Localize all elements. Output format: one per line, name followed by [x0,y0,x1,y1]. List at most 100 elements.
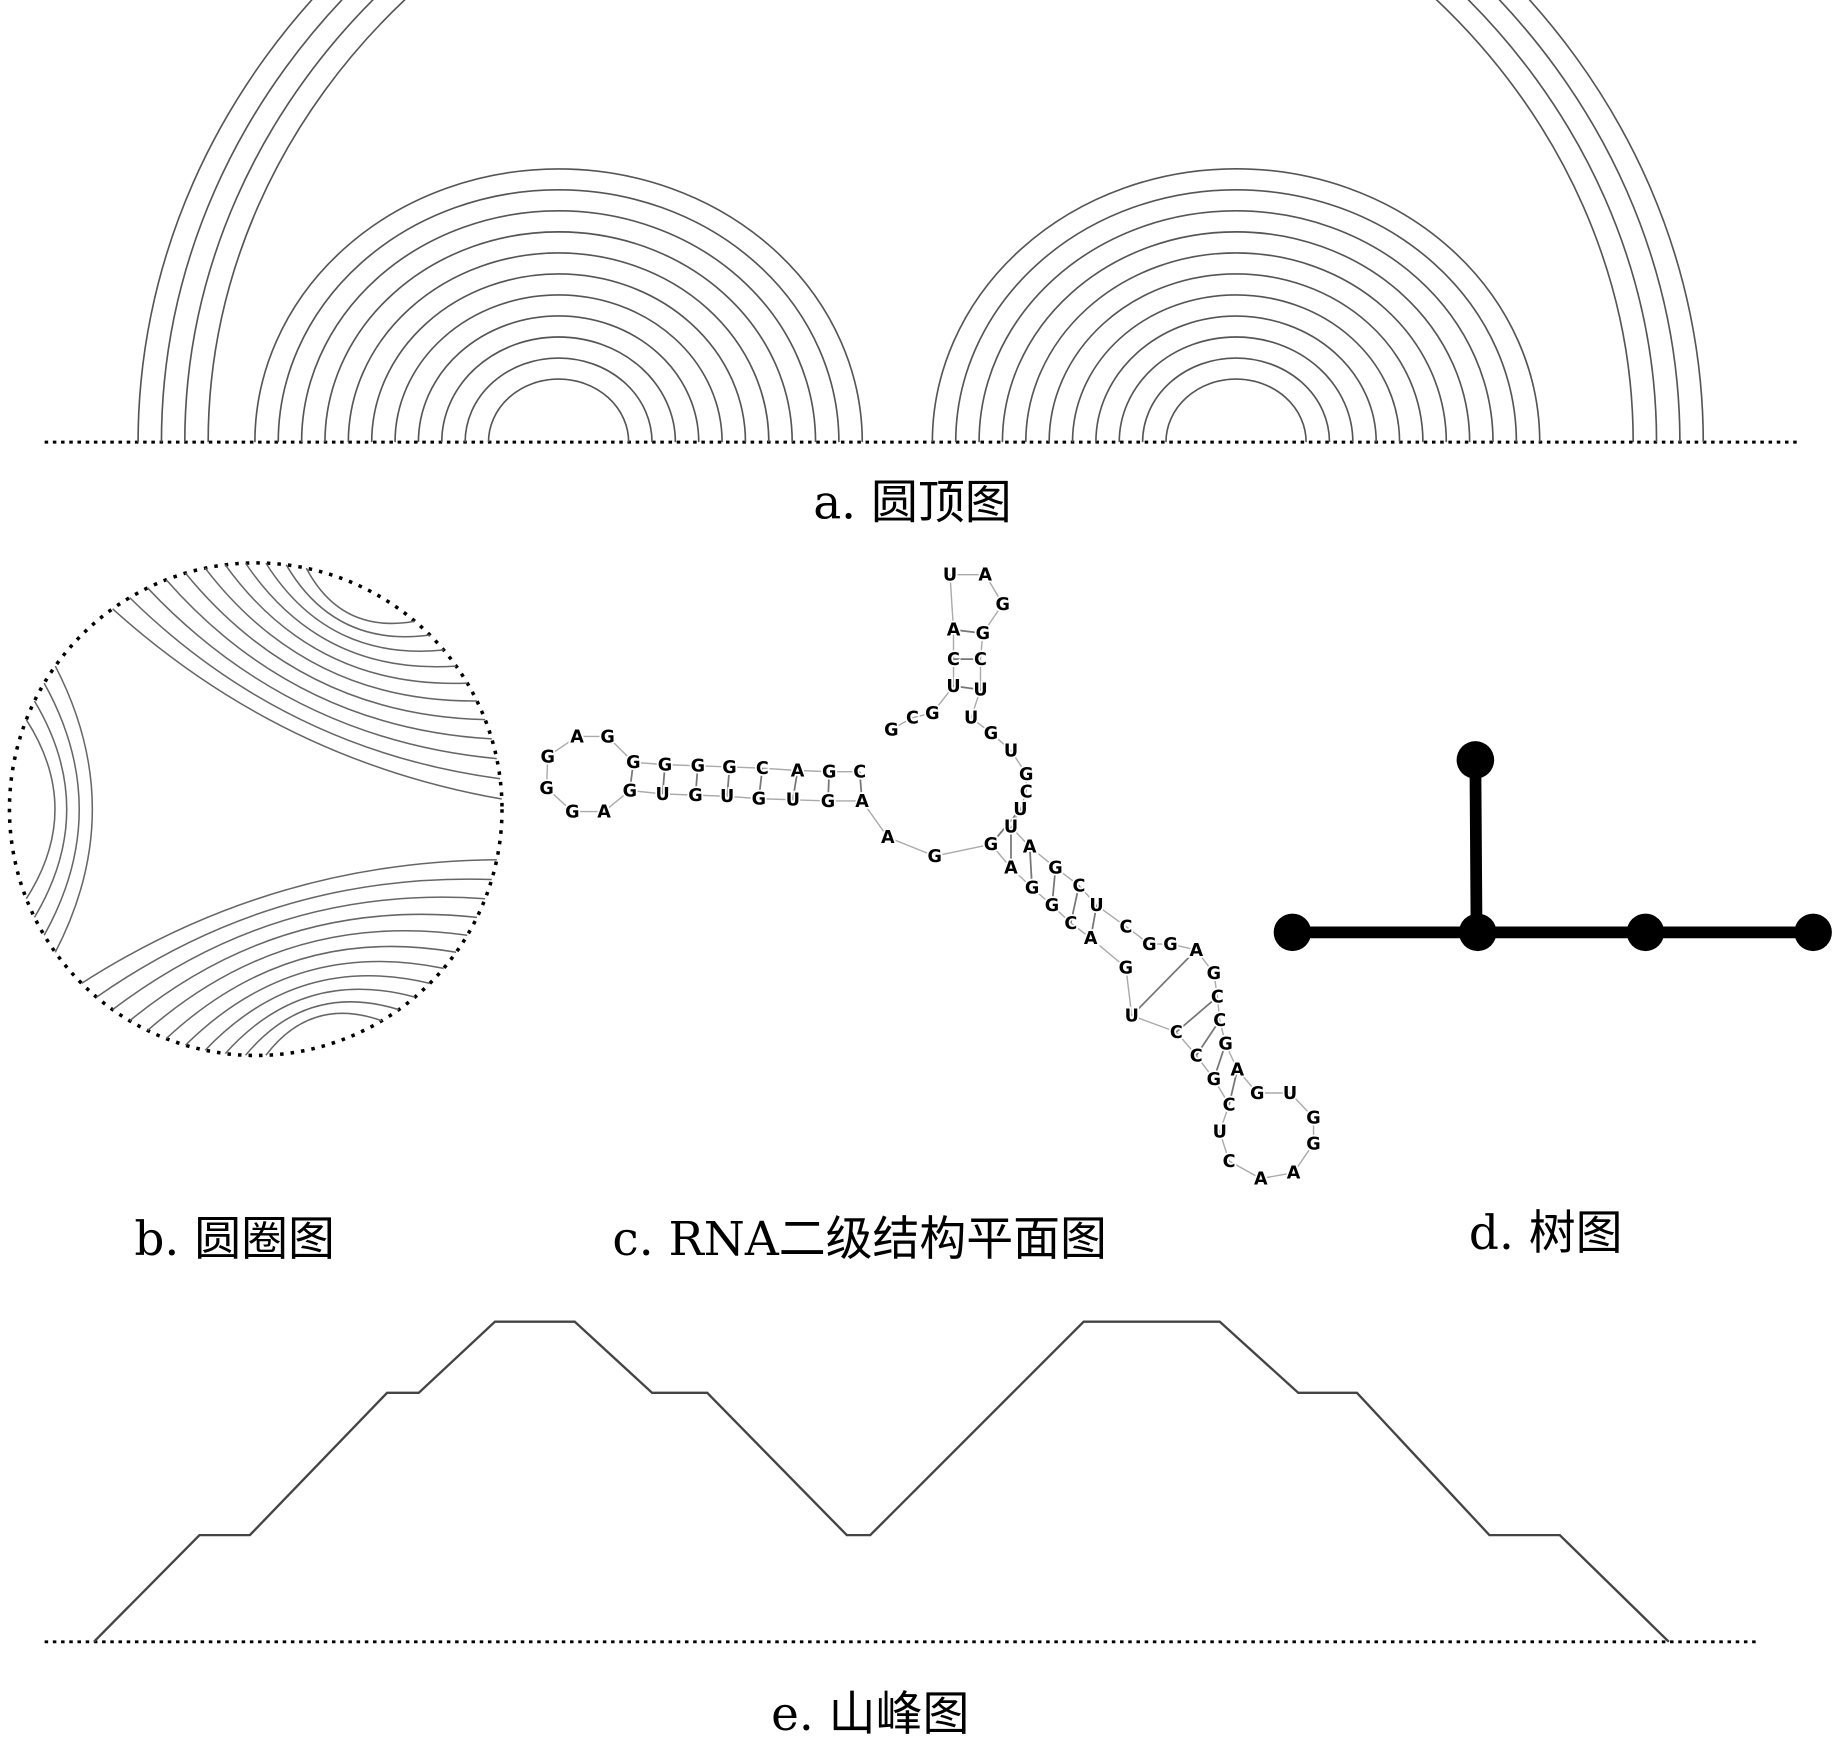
nucleotide: C [853,763,866,783]
base-pair-chord [224,564,468,685]
base-pair-chord [244,1001,400,1056]
backbone-link [1219,1104,1230,1132]
base-pair-bond [661,764,666,795]
backbone-link [1213,973,1219,997]
tree-diagram [1273,741,1832,952]
base-pair-arc [277,189,840,443]
nucleotide: U [720,787,734,807]
backbone-link [934,843,992,857]
caption-arc-diagram: a. 圆顶图 [813,475,1011,530]
backbone-link [990,732,1012,752]
backbone-link [912,712,933,719]
backbone-link [762,767,798,772]
backbone-link [629,789,663,795]
nucleotide: U [1089,896,1103,916]
backbone-link [1031,887,1053,906]
nucleotide: C [974,650,987,670]
base-pair-arc [370,273,747,443]
base-pair-chord [112,896,486,1011]
backbone-link [887,836,936,857]
nucleotide: A [1084,929,1098,949]
base-pair-chord [112,608,502,800]
arc-diagram [44,0,1797,444]
base-pair-arc [978,210,1494,443]
base-pair-bond [1195,1019,1221,1056]
circle-diagram [7,561,504,1058]
base-pair-chord [305,567,416,625]
backbone-link [1228,1160,1262,1180]
nucleotide: G [1218,1035,1232,1055]
backbone-link [1195,1055,1215,1080]
base-pair-chord [204,975,431,1051]
tree-node [1626,913,1665,952]
nucleotide: G [1119,958,1133,978]
nucleotide: G [600,727,614,747]
backbone-link [1175,1031,1197,1056]
nucleotide: G [1207,964,1221,984]
base-pair-arc [1071,294,1401,443]
base-pair-bond [1089,905,1098,939]
nucleotide: C [947,650,960,670]
base-pair-arc [931,167,1541,443]
nucleotide: U [943,566,957,586]
backbone-link [1224,1043,1238,1070]
backbone-link [1219,1131,1230,1162]
backbone-link [695,794,728,797]
nucleotide: G [691,757,705,777]
nucleotide: G [541,747,555,767]
base-pair-bond [953,628,983,635]
nucleotide: G [1048,859,1062,879]
nucleotide: C [756,759,769,779]
backbone-link [891,717,913,731]
backbone-link [1213,1078,1230,1106]
backbone-link [1010,750,1027,775]
base-pair-chord [265,1012,383,1056]
base-pair-chord [147,930,468,1032]
nucleotide: C [906,709,919,729]
nucleotide: G [928,847,942,867]
base-pair-bond [694,765,699,796]
base-pair-chord [129,597,501,780]
nucleotide: C [1073,876,1086,896]
backbone-link [970,689,982,718]
nucleotide: C [1064,914,1077,934]
base-pair-arc [1024,252,1448,443]
nucleotide: A [1189,941,1203,961]
nucleotide: G [1045,896,1059,916]
nucleotide: A [947,621,961,641]
backbone-link [1010,826,1031,848]
base-pair-bond [953,685,981,691]
backbone-link [990,843,1012,869]
backbone-link [662,793,696,796]
base-pair-chord [81,858,497,984]
base-pair-chord [33,700,68,918]
base-pair-arc [137,0,1705,443]
nucleotide: G [984,724,998,744]
backbone-link [1260,1172,1294,1180]
backbone-link [1125,967,1133,1016]
backbone-link [797,769,830,773]
base-pair-arc [347,252,770,443]
base-pair-chord [224,988,416,1055]
base-pair-bond [990,808,1022,845]
backbone-link [1195,949,1215,974]
nucleotide: G [996,595,1010,615]
base-pair-chord [165,945,457,1040]
nucleotide: A [791,761,805,781]
tree-node [1458,913,1497,952]
sequence-circle [7,561,504,1058]
base-pair-chord [129,913,478,1022]
base-pair-bond [628,762,635,791]
base-pair-arc [417,315,700,443]
tree-node [1456,741,1495,779]
backbone-link [546,787,573,813]
nucleotide: C [1223,1096,1236,1116]
base-pair-bond [1175,996,1218,1033]
base-pair-bond [1213,1043,1227,1080]
backbone-link [1029,846,1056,869]
nucleotide: C [1223,1152,1236,1172]
base-pair-chord [165,579,492,740]
backbone-link [982,603,1004,634]
nucleotide: G [658,755,672,775]
base-pair-arc [954,189,1518,443]
